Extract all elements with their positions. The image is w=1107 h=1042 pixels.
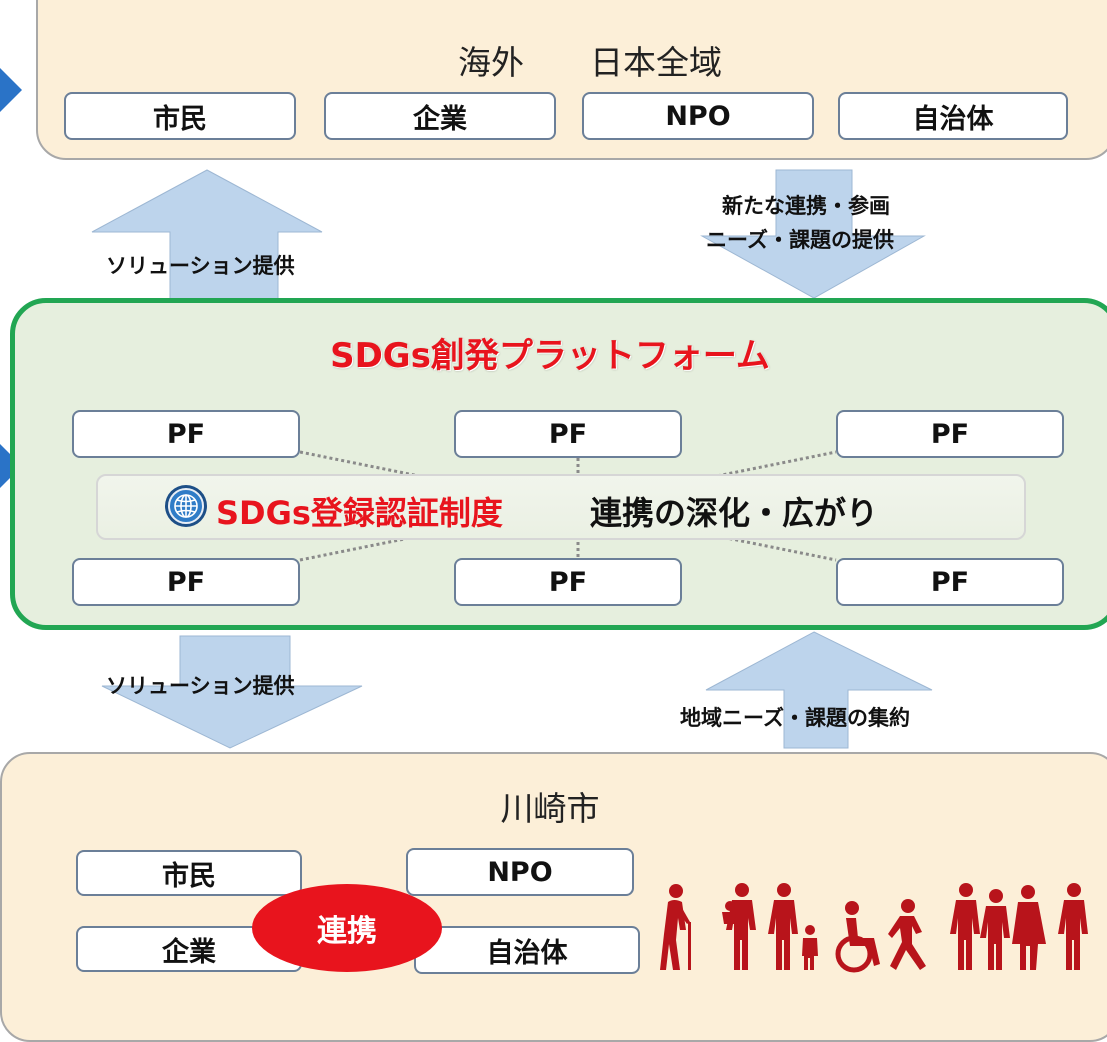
top-box-companies: 企業 xyxy=(324,92,556,140)
adult-with-child-icon xyxy=(768,883,818,970)
arrow-down-needs-label-2: ニーズ・課題の提供 xyxy=(706,228,894,252)
elderly-person-icon xyxy=(660,884,691,970)
arrow-up-local-needs-label: 地域ニーズ・課題の集約 xyxy=(680,706,910,730)
certification-bar xyxy=(96,474,1026,540)
parent-with-baby-icon xyxy=(722,883,756,970)
region-kawasaki xyxy=(0,752,1107,1042)
bottom-box-npo: NPO xyxy=(406,848,634,896)
side-marker-top xyxy=(0,68,22,112)
bottom-box-municipality: 自治体 xyxy=(414,926,640,974)
pf-box-bottom-left: PF xyxy=(72,558,300,606)
pf-box-bottom-right: PF xyxy=(836,558,1064,606)
pf-box-bottom-center: PF xyxy=(454,558,682,606)
pf-box-top-left: PF xyxy=(72,410,300,458)
platform-title: SDGs創発プラットフォーム xyxy=(330,336,770,376)
certification-title: SDGs登録認証制度 xyxy=(216,494,503,532)
adult-person-icon-1 xyxy=(950,883,980,970)
region-overseas-japan-title: 海外 日本全域 xyxy=(458,43,722,82)
adult-person-icon-3 xyxy=(1012,885,1046,970)
arrow-down-solution-bottom-label: ソリューション提供 xyxy=(106,674,295,698)
collaboration-badge: 連携 xyxy=(252,884,442,972)
region-kawasaki-title: 川崎市 xyxy=(500,789,600,828)
pf-box-top-right: PF xyxy=(836,410,1064,458)
people-group-icon xyxy=(660,878,1096,978)
certification-caption: 連携の深化・広がり xyxy=(590,494,879,532)
running-person-icon xyxy=(888,899,926,970)
top-box-municipality: 自治体 xyxy=(838,92,1068,140)
bottom-box-citizens: 市民 xyxy=(76,850,302,896)
arrow-down-needs-label-1: 新たな連携・参画 xyxy=(722,194,890,218)
globe-icon xyxy=(164,484,208,528)
adult-person-icon-4 xyxy=(1058,883,1088,970)
adult-person-icon-2 xyxy=(980,889,1010,970)
top-box-citizens: 市民 xyxy=(64,92,296,140)
pf-box-top-center: PF xyxy=(454,410,682,458)
arrow-up-solution-top-label: ソリューション提供 xyxy=(106,254,295,278)
wheelchair-user-icon xyxy=(835,901,880,973)
top-box-npo: NPO xyxy=(582,92,814,140)
